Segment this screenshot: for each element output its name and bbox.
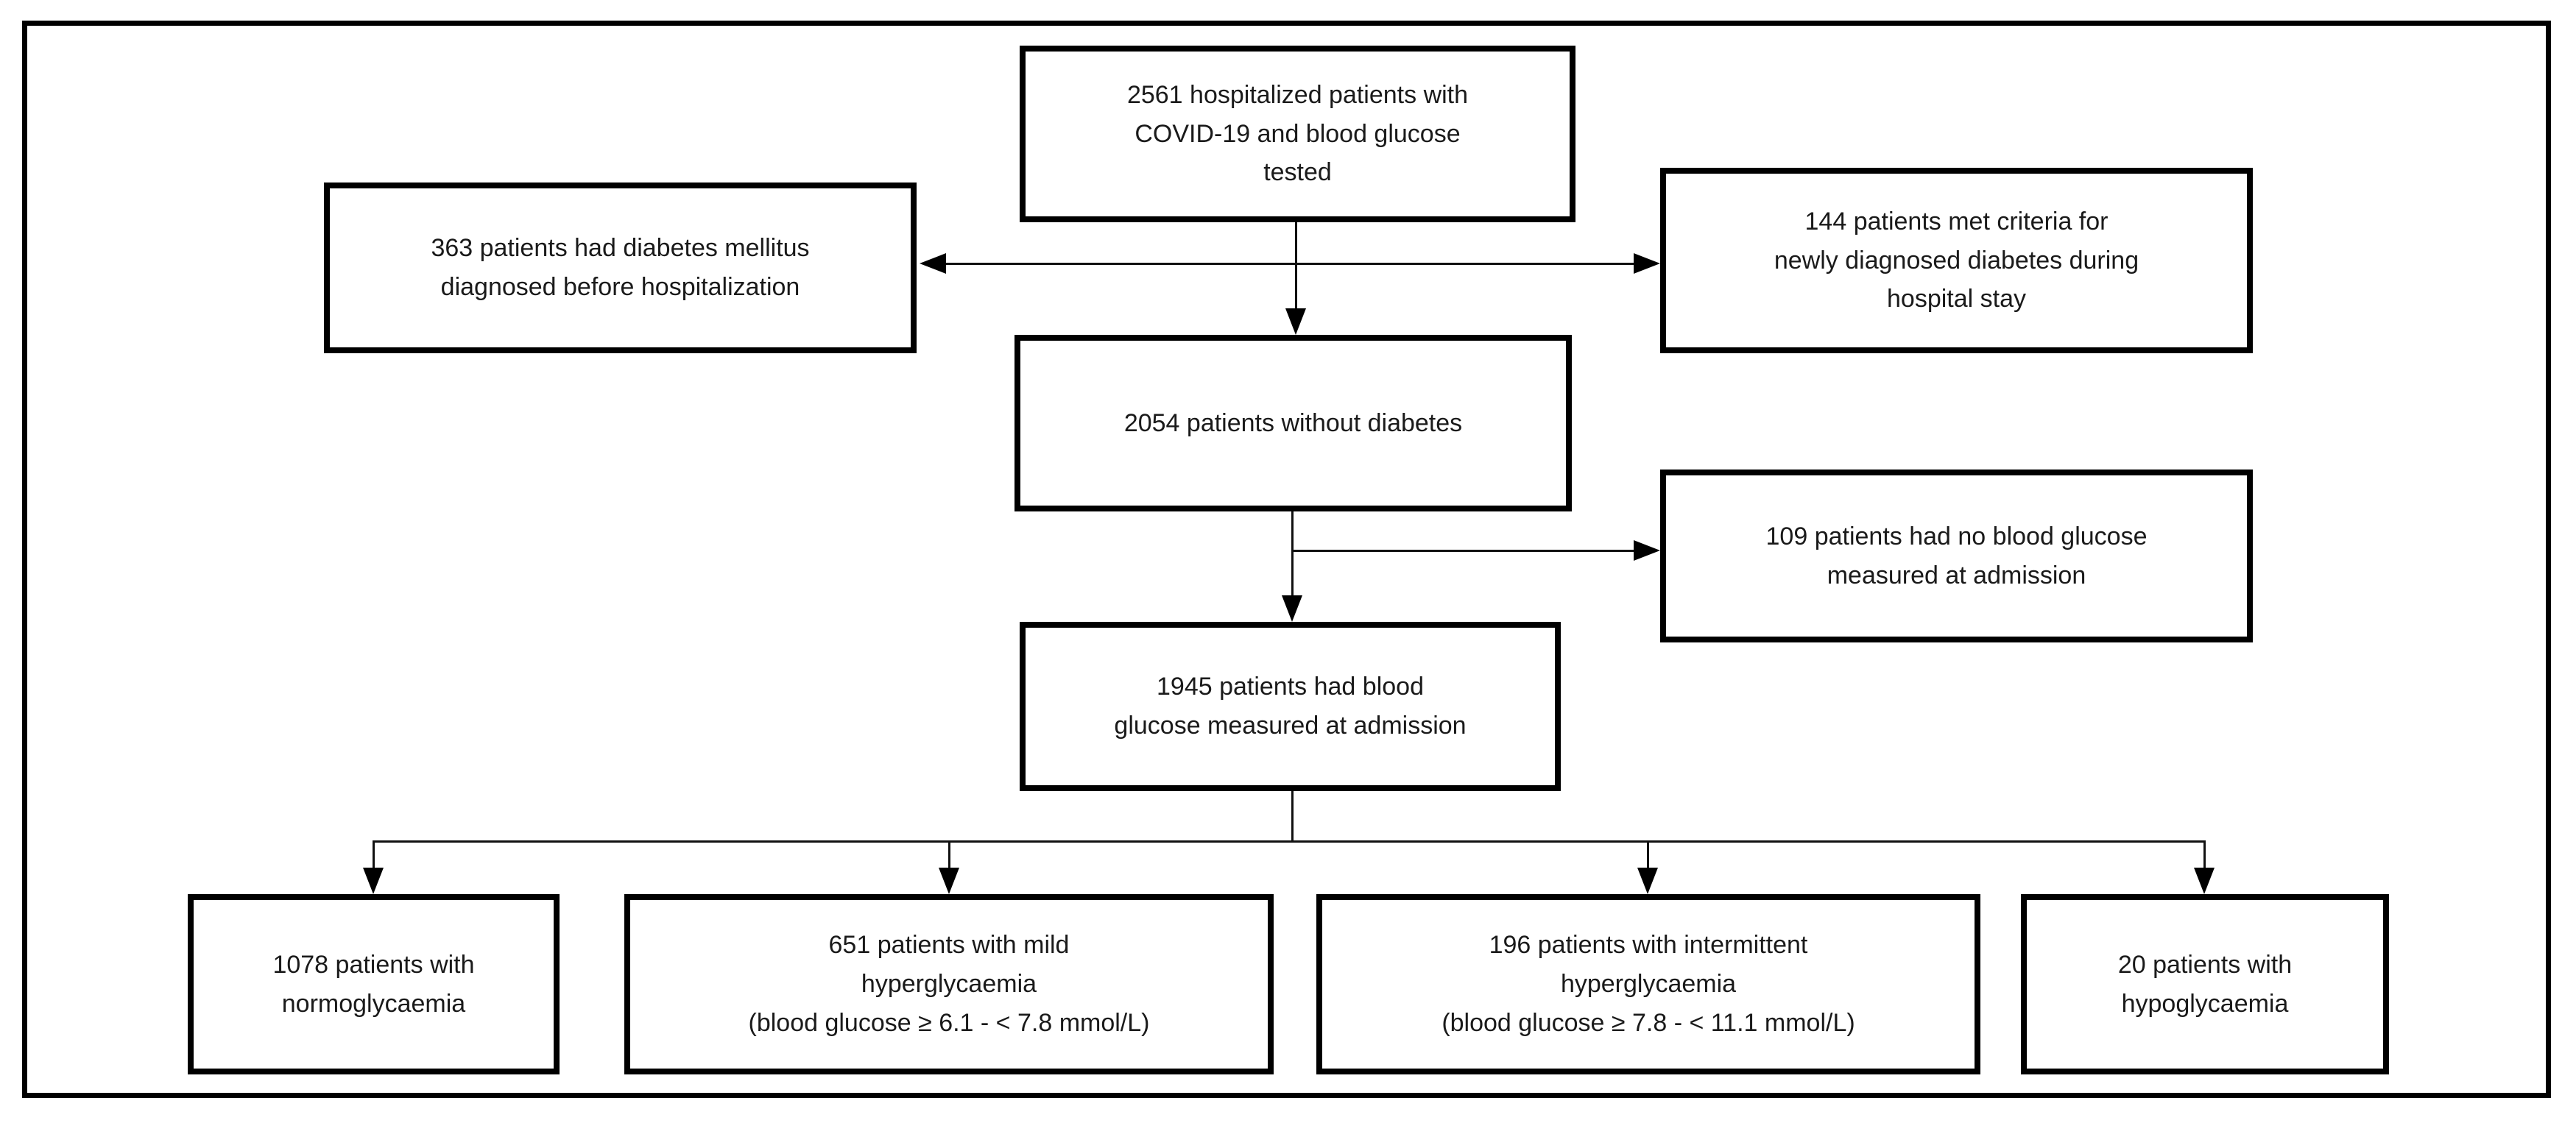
box-normoglycaemia: 1078 patients with normoglycaemia [188, 894, 560, 1074]
arrowhead-down-measured [1282, 595, 1302, 622]
connector-branch-to-mild [948, 840, 950, 873]
branch-horizontal-line [373, 840, 2206, 843]
connector-to-noglucose [1291, 550, 1634, 552]
box-no-glucose-measured: 109 patients had no blood glucose measur… [1660, 470, 2253, 642]
box-preexisting-diabetes: 363 patients had diabetes mellitus diagn… [324, 183, 917, 353]
box-hypoglycaemia-label: 20 patients with hypoglycaemia [2117, 950, 2293, 1018]
arrowhead-down-mild [939, 868, 959, 894]
box-intermittent-hyperglycaemia: 196 patients with intermittent hyperglyc… [1316, 894, 1980, 1074]
box-newly-diagnosed-diabetes-label: 144 patients met criteria for newly diag… [1774, 207, 2139, 313]
arrowhead-down-nodm [1285, 308, 1306, 335]
box-no-glucose-measured-label: 109 patients had no blood glucose measur… [1765, 522, 2148, 589]
box-hypoglycaemia: 20 patients with hypoglycaemia [2021, 894, 2389, 1074]
connector-measured-to-branch [1291, 791, 1294, 843]
box-total-patients-label: 2561 hospitalized patients with COVID-19… [1126, 80, 1469, 187]
arrowhead-right-newdm [1634, 253, 1660, 274]
box-normoglycaemia-label: 1078 patients with normoglycaemia [272, 950, 475, 1018]
arrowhead-down-hypo [2194, 868, 2215, 894]
box-without-diabetes-label: 2054 patients without diabetes [1123, 408, 1463, 437]
box-preexisting-diabetes-label: 363 patients had diabetes mellitus diagn… [431, 234, 810, 301]
arrowhead-down-normo [363, 868, 384, 894]
connector-branch-to-intermittent [1647, 840, 1649, 873]
box-without-diabetes: 2054 patients without diabetes [1014, 335, 1572, 511]
connector-branch-to-normo [373, 840, 375, 873]
arrowhead-left-preexisting [920, 253, 946, 274]
connector-preexisting-newdm [945, 263, 1637, 265]
box-mild-hyperglycaemia: 651 patients with mild hyperglycaemia (b… [624, 894, 1274, 1074]
box-glucose-measured-label: 1945 patients had blood glucose measured… [1114, 673, 1467, 740]
box-newly-diagnosed-diabetes: 144 patients met criteria for newly diag… [1660, 168, 2253, 353]
box-intermittent-hyperglycaemia-label: 196 patients with intermittent hyperglyc… [1441, 931, 1855, 1037]
box-total-patients: 2561 hospitalized patients with COVID-19… [1020, 46, 1575, 222]
box-glucose-measured: 1945 patients had blood glucose measured… [1020, 622, 1561, 791]
arrowhead-down-intermittent [1637, 868, 1658, 894]
box-mild-hyperglycaemia-label: 651 patients with mild hyperglycaemia (b… [748, 931, 1150, 1037]
connector-branch-to-hypo [2203, 840, 2206, 873]
arrowhead-right-noglucose [1634, 540, 1660, 561]
connector-nodm-to-measured [1291, 511, 1294, 598]
connector-total-to-nodm [1295, 222, 1297, 311]
